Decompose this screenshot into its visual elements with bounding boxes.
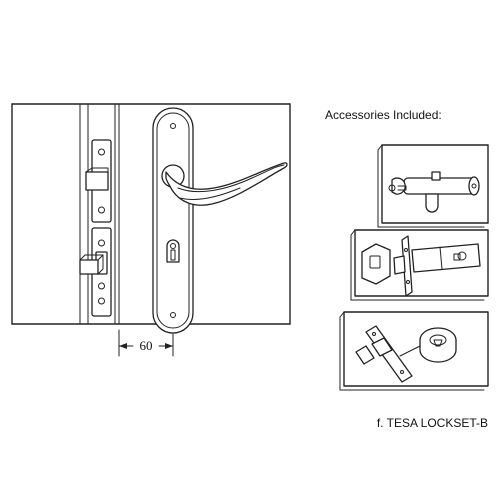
lever-handle [161,162,288,206]
handle-backplate [152,107,194,334]
cylinder-escutcheon [166,239,180,263]
upper-strike-plate [85,139,112,223]
strike-plate-with-escutcheon-icon [339,311,489,391]
dimension-60: 60 [118,329,174,357]
lower-strike-plate [79,227,112,317]
tubular-latch-icon [350,229,489,301]
accessories-heading: Accessories Included: [325,108,442,122]
lockset-installation-diagram: 60 [11,103,291,357]
euro-cylinder-with-key-icon [377,144,489,228]
door-frame [11,103,291,325]
dimension-value: 60 [140,338,153,353]
product-caption: f. TESA LOCKSET-B [377,416,488,430]
